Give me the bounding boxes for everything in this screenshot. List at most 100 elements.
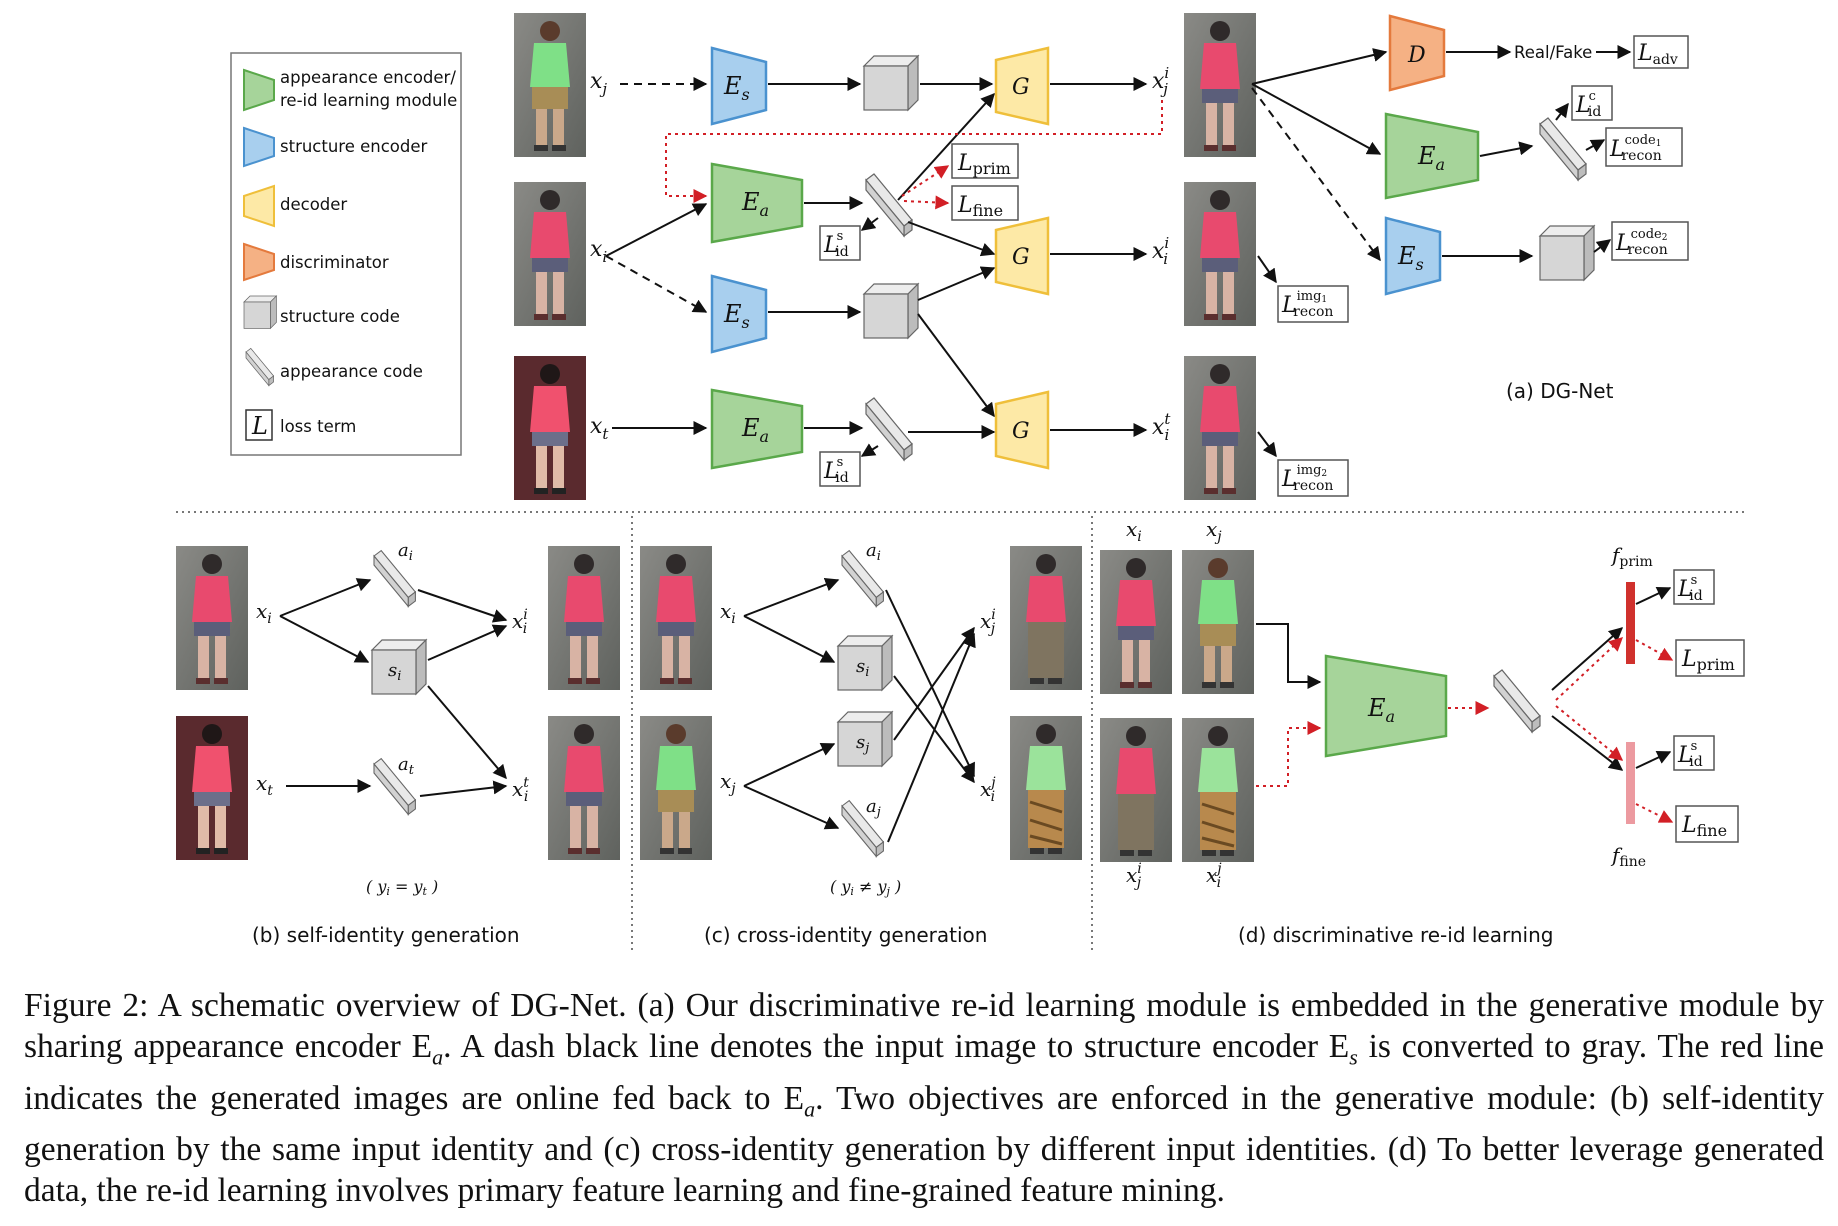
panel-a-label: (a) DG-Net (1506, 379, 1614, 403)
arrow-out-d (1251, 48, 1388, 85)
b-label-si: si (388, 660, 401, 684)
c-arrow-aj-out1 (887, 632, 976, 843)
f-fine-label: ffine (1610, 843, 1646, 870)
ea-right-label: Ea (1417, 142, 1445, 174)
generated-image-xit (1184, 356, 1256, 500)
arrow-xit-recon (1257, 431, 1277, 458)
arrow-xii-recon (1257, 255, 1277, 284)
d-top-xi: xi (1126, 517, 1142, 545)
d-gen-xji (1100, 718, 1172, 862)
g-bot-label: G (1012, 419, 1030, 444)
d-arrow-real-to-ea (1256, 623, 1322, 689)
d-top-xj: xj (1206, 517, 1222, 545)
input-image-xt (514, 356, 586, 500)
caption-sub-a-1: a (432, 1044, 444, 1070)
d-arrow-code-ffine (1551, 715, 1624, 771)
c-condition: ( yi ≠ yj ) (830, 877, 901, 898)
arrow-scode-right-recon2 (1593, 239, 1612, 254)
input-image-xi (514, 182, 586, 326)
d-gen-xij (1180, 716, 1256, 864)
c-arrow-xj-sj (743, 742, 836, 787)
ea-xt-label: Ea (741, 414, 769, 446)
svg-text:Lfine: Lfine (957, 193, 1003, 220)
legend-loss-term-icon (245, 409, 273, 441)
c-input-xi (640, 546, 712, 690)
c-output-xij (1008, 714, 1084, 862)
structure-code-top (863, 55, 919, 111)
legend-decoder-label: decoder (280, 195, 347, 214)
legend-discriminator-icon (243, 242, 275, 282)
legend-loss-symbol: L (251, 412, 268, 440)
arrow-out-es-right-dashed (1251, 87, 1381, 262)
arrow-red-lfine (903, 195, 950, 210)
b-label-xi: xi (256, 599, 272, 627)
b-output-xit (548, 716, 620, 860)
structure-encoder-es-right (1384, 216, 1442, 296)
caption-part-2: . A dash black line denotes the input im… (443, 1028, 1350, 1065)
c-label-sj: sj (856, 732, 869, 756)
d-arrow-ffine-lid (1635, 751, 1672, 769)
label-xj: xj (590, 69, 607, 98)
decoder-g-top (994, 46, 1050, 126)
arrow-xi-es (605, 255, 708, 313)
arrow-scode-xi-g-mid (917, 266, 996, 301)
arrow-acode-xi-lid (860, 216, 879, 231)
legend: appearance encoder/ re-id learning modul… (230, 52, 462, 456)
b-label-at: at (398, 754, 415, 778)
arrow-out-ea-right (1251, 83, 1382, 155)
appearance-encoder-ea-xt (710, 388, 804, 470)
b-arrow-xi-si (279, 615, 370, 663)
d-arrow-ffine-lfine (1635, 803, 1674, 823)
d-appearance-encoder (1324, 654, 1448, 758)
caption-sub-a-2: a (804, 1096, 816, 1122)
d-arrow-code-fprim (1551, 627, 1624, 691)
d-arrow-fprim-lprim (1635, 639, 1674, 661)
arrow-scode-xi-g-bot (917, 313, 995, 418)
label-xi: xi (590, 237, 607, 266)
svg-text:Lfine: Lfine (1681, 813, 1727, 840)
dg-net-figure: appearance encoder/ re-id learning modul… (176, 13, 1745, 950)
c-label-ai: ai (866, 540, 881, 564)
feedback-red-line (665, 100, 1163, 203)
c-label-aj: aj (866, 796, 881, 820)
d-label: D (1407, 43, 1426, 68)
b-label-ai: ai (398, 540, 413, 564)
decoder-g-bot (994, 390, 1050, 470)
legend-appearance-encoder-label: appearance encoder/ (280, 68, 456, 87)
legend-structure-encoder-label: structure encoder (280, 137, 428, 156)
legend-discriminator-label: discriminator (280, 253, 389, 272)
generated-image-xji (1184, 13, 1256, 157)
structure-encoder-es-xi (710, 274, 768, 354)
svg-text:Lprim: Lprim (1681, 647, 1735, 674)
loss-box-lprim: Lprim (951, 143, 1019, 179)
c-arrow-xi-si (743, 615, 836, 663)
arrow-acode-right-lid-c (1554, 102, 1569, 121)
appearance-code-right (1539, 117, 1587, 181)
arrow-acode-xt-lid (860, 443, 879, 457)
caption-part-3: is converted to gray. The red line indic… (24, 1028, 1825, 1117)
panel-c-label: (c) cross-identity generation (704, 923, 987, 947)
c-output-xji (1010, 546, 1082, 690)
f-fine-bar (1626, 742, 1635, 824)
b-label-xt: xt (256, 771, 273, 799)
b-arrow-ai-out1 (417, 589, 508, 623)
